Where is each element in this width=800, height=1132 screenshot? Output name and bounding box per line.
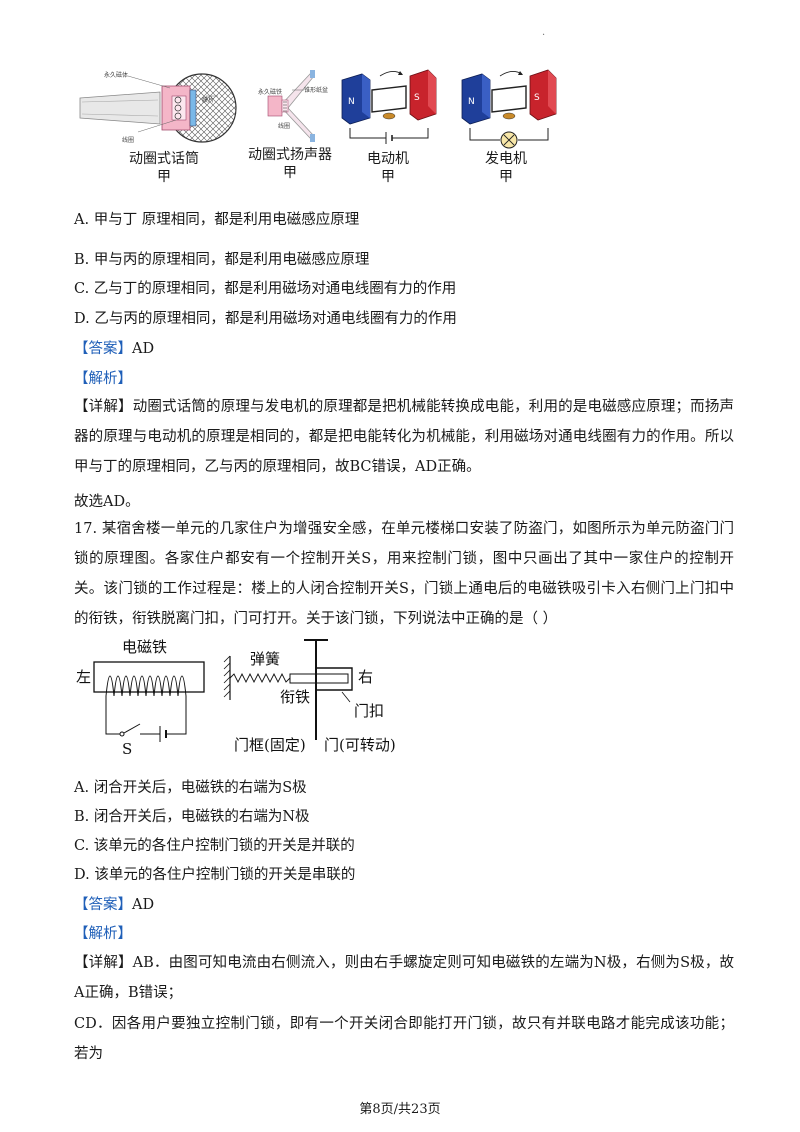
q16-answer-label: 【答案】 (74, 341, 132, 357)
microphone-figure: 永久磁体 膜片 线圈 (78, 66, 238, 150)
generator-caption: 发电机 甲 (470, 150, 542, 186)
microphone-tag: 甲 (157, 169, 171, 185)
q16-option-d: D. 乙与丙的原理相同，都是利用磁场对通电线圈有力的作用 (74, 311, 457, 327)
motor-caption: 电动机 甲 (352, 150, 424, 186)
motor-tag: 甲 (381, 169, 395, 185)
q17-option-b: B. 闭合开关后，电磁铁的右端为N极 (74, 809, 310, 825)
svg-text:N: N (468, 97, 475, 107)
q17-option-d: D. 该单元的各住户控制门锁的开关是串联的 (74, 867, 356, 883)
page-footer: 第8页/共23页 (359, 1102, 441, 1117)
speaker-label-magnet: 永久磁铁 (258, 88, 282, 96)
label-spring: 弹簧 (250, 650, 280, 668)
q16-answer-value: AD (132, 341, 155, 357)
speaker-label-coil: 线圈 (278, 122, 290, 130)
door-lock-figure: 左 电磁铁 S 弹簧 衔铁 右 门扣 门框(固定) 门(可转动) (70, 636, 410, 758)
loudspeaker-tag: 甲 (283, 165, 297, 181)
label-latch: 门扣 (354, 702, 384, 720)
mic-label-coil: 线圈 (122, 136, 134, 144)
microphone-name: 动圈式话筒 (129, 151, 199, 167)
q17-option-c: C. 该单元的各住户控制门锁的开关是并联的 (74, 838, 355, 854)
q16-option-c: C. 乙与丁的原理相同，都是利用磁场对通电线圈有力的作用 (74, 281, 457, 297)
svg-text:S: S (534, 93, 540, 103)
q17-answer-label: 【答案】 (74, 897, 132, 913)
label-electromagnet: 电磁铁 (122, 638, 167, 656)
q16-detail-text: 动圈式话筒的原理与发电机的原理都是把机械能转换成电能，利用的是电磁感应原理；而扬… (74, 399, 735, 475)
svg-text:N: N (348, 97, 355, 107)
mic-label-magnet: 永久磁体 (104, 71, 128, 79)
motor-figure: N S (340, 66, 440, 146)
q17-answer-value: AD (132, 897, 155, 913)
label-left: 左 (76, 668, 91, 686)
loudspeaker-name: 动圈式扬声器 (248, 147, 332, 163)
q17-stem: 17. 某宿舍楼一单元的几家住户为增强安全感，在单元楼梯口安装了防盗门，如图所示… (74, 521, 734, 627)
q16-conclusion: 故选AD。 (74, 494, 140, 510)
microphone-caption: 动圈式话筒 甲 (112, 150, 216, 186)
q17-detail-ab: 【详解】AB．由图可知电流由右侧流入，则由右手螺旋定则可知电磁铁的左端为N极，右… (74, 948, 734, 1008)
loudspeaker-figure: 永久磁铁 锥形纸盆 线圈 (258, 66, 332, 146)
q17-analysis-label: 【解析】 (74, 926, 132, 942)
label-right: 右 (358, 668, 373, 686)
page-dot: · (542, 30, 546, 41)
q16-analysis-label: 【解析】 (74, 371, 132, 387)
loudspeaker-caption: 动圈式扬声器 甲 (240, 146, 340, 182)
q16-answer: 【答案】AD (74, 337, 154, 358)
q16-detail-label: 【详解】 (74, 399, 133, 415)
svg-text:S: S (414, 93, 420, 103)
q16-option-a: A. 甲与丁 原理相同，都是利用电磁感应原理 (74, 212, 360, 228)
q16-detail: 【详解】动圈式话筒的原理与发电机的原理都是把机械能转换成电能，利用的是电磁感应原… (74, 392, 734, 482)
generator-name: 发电机 (485, 151, 527, 167)
generator-tag: 甲 (499, 169, 513, 185)
motor-name: 电动机 (367, 151, 409, 167)
label-door: 门(可转动) (324, 736, 396, 754)
q16-option-b: B. 甲与丙的原理相同，都是利用电磁感应原理 (74, 252, 370, 268)
q17-detail-cd: CD．因各用户要独立控制门锁，即有一个开关闭合即能打开门锁，故只有并联电路才能完… (74, 1016, 734, 1062)
speaker-label-cone: 锥形纸盆 (304, 86, 328, 94)
q17-answer: 【答案】AD (74, 893, 154, 914)
label-frame: 门框(固定) (234, 736, 306, 754)
q17-option-a: A. 闭合开关后，电磁铁的右端为S极 (74, 780, 307, 796)
q17-detail-ab-text: AB．由图可知电流由右侧流入，则由右手螺旋定则可知电磁铁的左端为N极，右侧为S极… (74, 955, 735, 1001)
label-armature: 衔铁 (280, 688, 310, 706)
generator-figure: N S (460, 66, 560, 150)
mic-label-diaphragm: 膜片 (202, 96, 214, 104)
q17-detail-label: 【详解】 (74, 955, 133, 971)
label-switch: S (122, 740, 132, 758)
